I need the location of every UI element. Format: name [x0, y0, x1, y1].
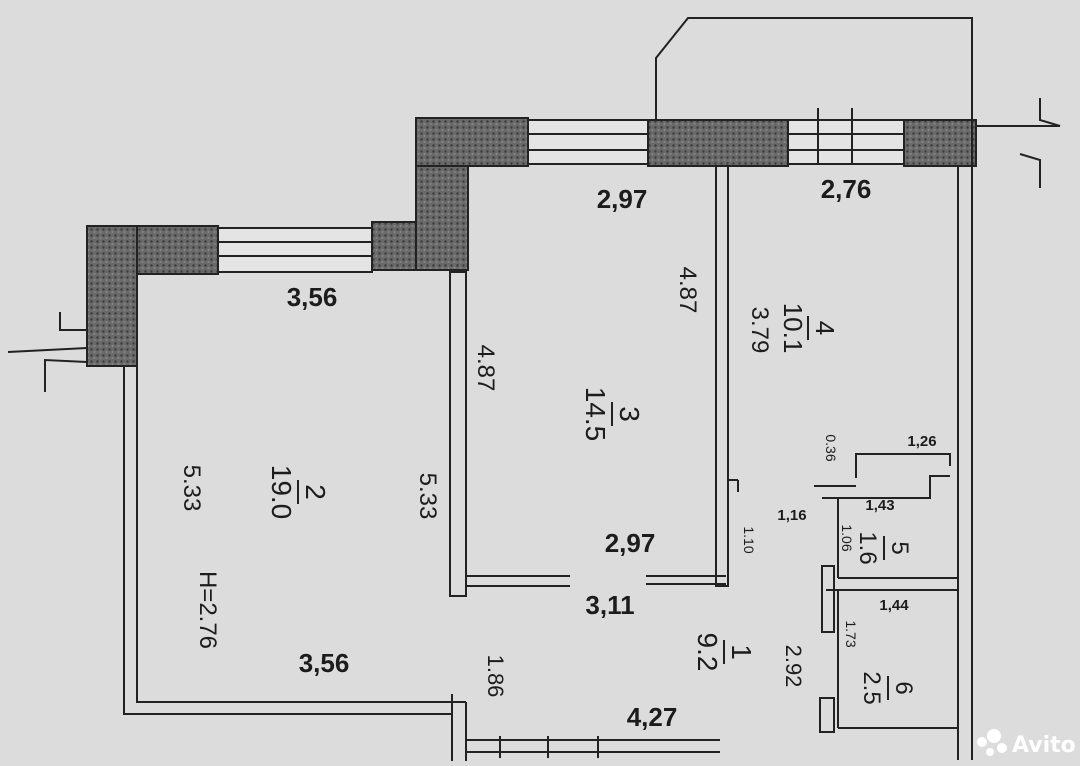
- dim-bath-mid: 1,43: [865, 497, 894, 514]
- room-area: 14.5: [580, 387, 611, 442]
- dim-room4-top: 2,76: [821, 174, 872, 204]
- dim-corridor-width: 3,11: [585, 590, 634, 620]
- room-label-5: 5 1.6: [854, 531, 913, 564]
- room-label-2: 2 19.0: [266, 465, 331, 520]
- dim-room3-bottom: 2,97: [605, 528, 656, 558]
- room-number: 5: [886, 541, 913, 554]
- room-area: 2.5: [858, 671, 885, 704]
- dim-bath-width: 1.06: [839, 524, 855, 551]
- room-area: 1.6: [854, 531, 881, 564]
- dim-wc-side: 1.73: [843, 620, 859, 647]
- dim-room4-left: 3.79: [746, 307, 773, 354]
- dim-hall-bottom: 4,27: [627, 702, 678, 732]
- structural-walls: [86, 117, 977, 367]
- room-label-1: 1 9.2: [692, 633, 757, 672]
- avito-dots-icon: [977, 729, 1007, 756]
- room-label-4: 4 10.1: [778, 303, 840, 354]
- room-label-6: 6 2.5: [858, 671, 917, 704]
- dim-wc-top: 1,44: [879, 597, 909, 614]
- room-number: 4: [810, 321, 840, 335]
- dim-room2-right: 5.33: [414, 473, 441, 520]
- dim-room2-top: 3,56: [287, 282, 338, 312]
- dim-room3-top: 2,97: [597, 184, 648, 214]
- room-area: 19.0: [266, 465, 297, 520]
- dim-room2-left: 5.33: [178, 465, 205, 512]
- dim-room3-right: 4.87: [674, 267, 701, 314]
- room-label-3: 3 14.5: [580, 387, 645, 442]
- dim-bath-side: 0.36: [823, 434, 839, 461]
- dim-hall-right: 2.92: [781, 645, 806, 688]
- watermark-text: Avito: [1012, 733, 1076, 758]
- room-number: 1: [726, 644, 757, 660]
- windows: [217, 108, 905, 273]
- dim-bath-top: 1,26: [907, 433, 936, 450]
- interior-walls: [123, 165, 958, 761]
- room-number: 3: [614, 406, 645, 422]
- room-area: 10.1: [778, 303, 808, 354]
- dim-room2-bottom: 3,56: [299, 648, 350, 678]
- dim-hall-left: 1.86: [483, 655, 508, 698]
- room-number: 6: [890, 681, 917, 694]
- dim-room3-left: 4.87: [472, 345, 499, 392]
- room-area: 9.2: [692, 633, 723, 672]
- dim-wall-a: 1,16: [777, 507, 806, 524]
- ceiling-height: H=2.76: [194, 571, 221, 649]
- watermark: Avito: [977, 729, 1076, 758]
- balcony-outline: [655, 17, 973, 760]
- dim-wall-b: 1.10: [741, 526, 757, 553]
- room-number: 2: [300, 484, 331, 500]
- break-marks: [7, 98, 1061, 392]
